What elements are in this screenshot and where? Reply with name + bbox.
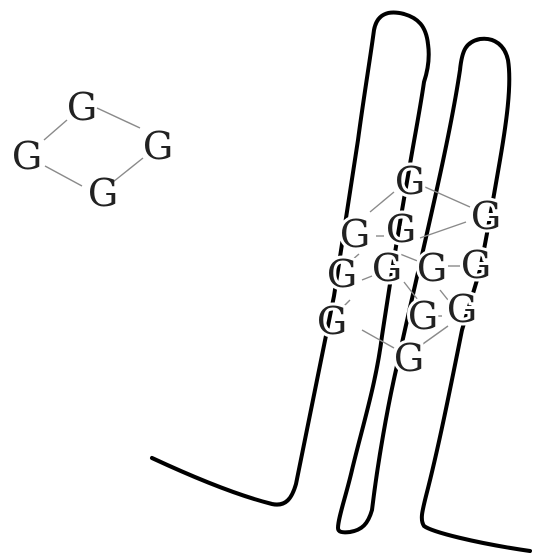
quadruplex-bond <box>399 253 421 263</box>
quadruplex-base-g: G <box>471 194 501 238</box>
quadruplex-bond <box>403 281 419 301</box>
quadruplex-base-g: G <box>327 252 357 296</box>
tetrad-base-g: G <box>143 124 173 168</box>
dna-strand <box>150 10 532 553</box>
quadruplex-base-g: G <box>386 207 416 251</box>
quadruplex-bond <box>351 253 360 261</box>
quadruplex-base-g: G <box>408 294 438 338</box>
quadruplex-base-g: G <box>461 243 491 287</box>
tetrad-bond <box>112 157 144 183</box>
quadruplex-bond <box>424 186 471 208</box>
quadruplex-base-g: G <box>395 159 425 203</box>
quadruplex-base-g: G <box>340 212 370 256</box>
quadruplex-bond <box>369 191 395 213</box>
tetrad-bond <box>96 107 141 129</box>
quadruplex-base-g: G <box>317 299 347 343</box>
quadruplex-base-g: G <box>417 246 447 290</box>
quadruplex-base-g: G <box>394 336 424 380</box>
g-quadruplex: G G G G G G G G G G G G <box>314 156 504 383</box>
quadruplex-bond <box>419 325 449 347</box>
quadruplex-base-g: G <box>447 287 477 331</box>
g-tetrad: G G G G <box>12 85 173 215</box>
quadruplex-bond <box>361 275 373 281</box>
quadruplex-base-g: G <box>372 246 402 290</box>
quadruplex-bond <box>361 329 395 349</box>
tetrad-bond <box>43 119 68 141</box>
tetrad-base-g: G <box>12 134 42 178</box>
quadruplex-bond <box>341 299 351 309</box>
tetrad-base-g: G <box>88 171 118 215</box>
quadruplex-bond <box>419 221 467 239</box>
tetrad-bond <box>44 165 83 187</box>
tetrad-base-g: G <box>67 85 97 129</box>
quadruplex-bond <box>439 289 449 301</box>
